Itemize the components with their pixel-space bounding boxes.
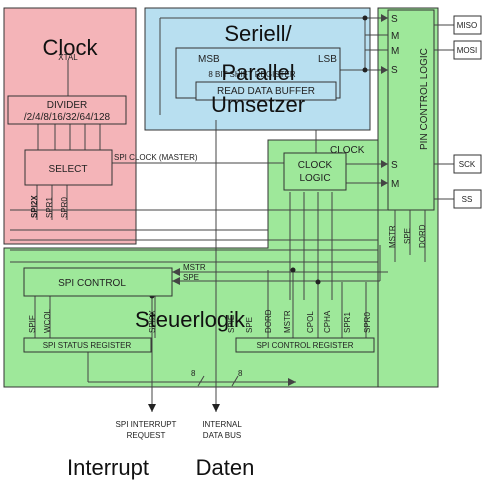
control-bit-cpol: CPOL [306,311,315,333]
msb-label: MSB [198,54,220,65]
clock-logic-s: S [391,160,398,171]
interrupt-request-line-2: REQUEST [127,431,166,440]
divider-ratios: /2/4/8/16/32/64/128 [24,112,111,123]
pin-input-dord: DORD [418,224,427,248]
serial-label-line-1: Seriell/ [224,21,292,46]
pin-control-title: PIN CONTROL LOGIC [419,48,430,150]
pin-ss-box [453,189,482,209]
serial-label-line-2: Parallel [221,60,294,85]
pin-mosi-box [453,40,482,60]
control-bit-spr1: SPR1 [343,312,352,333]
status-register-title: SPI STATUS REGISTER [43,341,132,350]
pin-input-mstr: MSTR [388,225,397,248]
select-input-spi2x: SPI2X [30,195,39,218]
pin-miso-label: MISO [457,21,477,30]
clock-logic-box [283,152,347,191]
status-bit-spi2x: SPI2X [148,310,157,333]
clock-logic-title-2: LOGIC [299,173,330,184]
divider-box [7,95,127,125]
pin-sck-box [453,154,482,174]
control-bit-spr0: SPR0 [363,312,372,333]
select-label: SELECT [49,164,88,175]
pin-sck-label: SCK [459,160,476,169]
divider-title: DIVIDER [47,100,88,111]
control-bit-spie: SPIE [227,315,236,333]
clock-logic-m: M [391,179,399,190]
wiring [10,17,454,412]
clock-region-label: Clock [42,35,98,60]
shift-register-label: 8 BIT SHIFT REGISTER [208,70,296,79]
control-region-label: Steuerlogik [135,307,246,332]
pin-input-spe: SPE [403,228,412,244]
clock-logic-clock-in: CLOCK [330,145,365,156]
interrupt-caption: Interrupt [67,455,149,480]
read-buffer-label: READ DATA BUFFER [217,86,315,97]
control-register-title: SPI CONTROL REGISTER [256,341,353,350]
spi-control-title: SPI CONTROL [58,278,126,289]
spi-control-box [23,267,173,297]
spi-control-mstr: MSTR [183,263,206,272]
pin-ss-label: SS [462,195,473,204]
status-bit-spif: SPIF [28,315,37,333]
control-bit-cpha: CPHA [323,310,332,333]
data-caption: Daten [196,455,255,480]
serial-label-line-3: Umsetzer [211,92,305,117]
pin-switch-s-bottom: S [391,65,398,76]
pin-mosi-label: MOSI [457,46,477,55]
clock-logic-title-1: CLOCK [298,160,333,171]
pin-switch-s-top: S [391,14,398,25]
select-input-spr0: SPR0 [60,197,69,218]
arrowheads [148,14,388,412]
xtal-label: XTAL [58,53,78,62]
status-bit-wcol: WCOL [43,308,52,333]
interrupt-request-line-1: SPI INTERRUPT [116,420,177,429]
control-bit-spe: SPE [245,317,254,333]
spi-clock-master-label: SPI CLOCK (MASTER) [114,153,198,162]
pin-miso-box [453,15,482,35]
select-input-spr1: SPR1 [45,197,54,218]
data-bus-line-2: DATA BUS [203,431,241,440]
pin-switch-m-1: M [391,31,399,42]
pin-control-inner [387,9,435,211]
control-bit-dord: DORD [264,309,273,333]
control-bit-mstr: MSTR [283,310,292,333]
select-box [24,149,113,186]
bus-width-left: 8 [191,369,196,378]
bus-width-right: 8 [238,369,243,378]
status-register-box [23,337,152,353]
control-register-box [235,337,375,353]
read-buffer-box [195,81,337,101]
data-bus-line-1: INTERNAL [202,420,242,429]
lsb-label: LSB [318,54,337,65]
spi-control-spe: SPE [183,273,199,282]
pin-switch-m-2: M [391,46,399,57]
